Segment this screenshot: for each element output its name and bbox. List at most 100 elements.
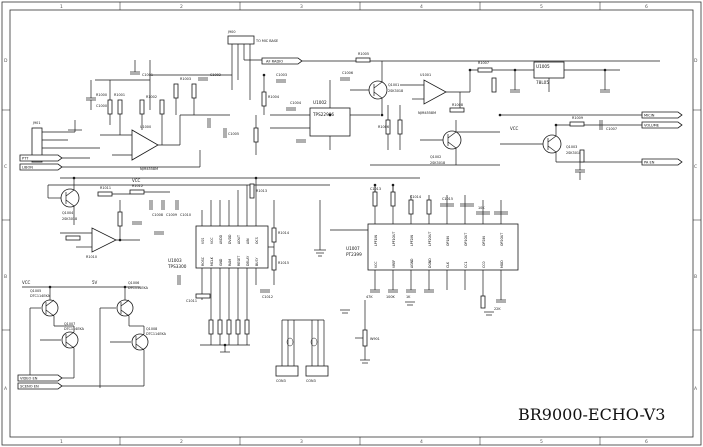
svg-text:R1000: R1000 [96, 93, 107, 97]
row-label-c: C [4, 164, 7, 170]
col-label-2: 2 [180, 4, 183, 10]
svg-text:R1003: R1003 [180, 77, 191, 81]
col-label-4: 4 [420, 4, 423, 10]
q7-ref: Q1007 [64, 322, 75, 326]
svg-text:LPF2IN: LPF2IN [410, 235, 414, 246]
u5-part: PT2399 [346, 252, 362, 257]
transistor-q1004: Q1004 2SK3018 [60, 188, 80, 221]
svg-text:C1011: C1011 [186, 299, 197, 303]
q4-part: 2SK3018 [62, 217, 77, 221]
u3-ref: U1001 [420, 73, 431, 77]
svg-text:OP2IN: OP2IN [482, 236, 486, 246]
svg-text:R1009: R1009 [572, 116, 583, 120]
micin-label: MICIN [644, 114, 655, 118]
svg-text:C1006: C1006 [342, 71, 353, 75]
svg-text:LPF1OUT: LPF1OUT [392, 232, 396, 246]
svg-text:AGND: AGND [410, 258, 414, 268]
svg-text:22K: 22K [494, 307, 501, 311]
svg-text:ROSC: ROSC [201, 256, 205, 266]
conn-left-ref: J901 [32, 121, 40, 125]
u2-ref: U1000 [140, 125, 151, 129]
volume-label: VOLUME [644, 124, 660, 128]
cn1-label: CON3 [276, 379, 286, 383]
svg-text:RESET: RESET [237, 256, 241, 266]
ic-u1002: U1002 TPS22906 [309, 100, 351, 137]
svg-text:AVDD: AVDD [219, 234, 223, 244]
col-label-5: 5 [540, 4, 543, 10]
row-label-d-right: D [694, 58, 698, 64]
svg-text:C1013: C1013 [370, 187, 381, 191]
cn2-label: CON3 [306, 379, 316, 383]
svg-text:VCC: VCC [210, 237, 214, 244]
capacitors-left: C1000 C1001 C1002 [86, 71, 221, 128]
schematic-title: BR9000-ECHO-V3 [518, 405, 665, 424]
capacitors-left-middle: C1008 C1009 C1010 [132, 200, 191, 235]
components-above-u1007: C1013 C1014 C1015 10K [370, 187, 508, 215]
q8-ref: Q1008 [146, 327, 157, 331]
svg-text:47K: 47K [366, 295, 373, 299]
svg-text:R1006: R1006 [378, 125, 389, 129]
u4-ref: U1003 [168, 258, 182, 263]
potentiometer-w901: W901 [355, 329, 380, 347]
sceno-en-port: SCENO EN [17, 382, 63, 390]
connector-cn2: CON3 [305, 365, 329, 383]
ground-symbols [340, 301, 494, 316]
u1-ref: U1002 [313, 100, 327, 105]
opamp-u1001: U1001 NJM4558M [418, 73, 447, 115]
mic-base-connector: J900 TO MIC BASE [227, 30, 278, 60]
col-label-6-bottom: 6 [645, 439, 648, 445]
junction-dots [48, 68, 607, 347]
q1-part: 2SK3018 [388, 89, 403, 93]
pa-en-port: PA EN [641, 158, 683, 166]
sceno-en-label: SCENO EN [20, 385, 39, 389]
capacitors-center: C1003 C1004 C1005 C1006 [223, 71, 353, 143]
svg-text:AIN: AIN [246, 238, 250, 244]
libon-port: LIBON [19, 163, 63, 171]
v5-label-bottom: 5V [92, 280, 98, 285]
svg-text:CLK: CLK [446, 261, 450, 268]
svg-text:C1014: C1014 [410, 195, 421, 199]
vcc-label-mid: VCC [132, 178, 141, 183]
q4-ref: Q1004 [62, 211, 73, 215]
svg-text:C1007: C1007 [606, 127, 617, 131]
row-label-a-right: A [694, 386, 698, 392]
col-label-3: 3 [300, 4, 303, 10]
svg-text:R1010: R1010 [86, 255, 97, 259]
svg-text:CC0: CC0 [482, 262, 486, 268]
col-label-1: 1 [60, 4, 63, 10]
svg-text:C1015: C1015 [442, 197, 453, 201]
u2-part: NJM4558M [140, 167, 158, 171]
col-label-6: 6 [645, 4, 648, 10]
svg-text:BUSY: BUSY [255, 257, 259, 266]
svg-text:VREF: VREF [392, 260, 396, 268]
svg-text:R1002: R1002 [146, 95, 157, 99]
col-label-3-bottom: 3 [300, 439, 303, 445]
svg-text:10K: 10K [478, 206, 485, 210]
row-label-b: B [4, 274, 7, 280]
svg-text:OP1OUT: OP1OUT [464, 233, 468, 246]
svg-text:DGND: DGND [428, 258, 432, 268]
vcc-label-bottom: VCC [22, 280, 31, 285]
reg-ref: U1005 [536, 64, 550, 69]
q8-part: DTC114EKA [146, 332, 167, 336]
svg-text:C1005: C1005 [228, 132, 239, 136]
transistor-q1008: Q1008 DTC114EKA [131, 327, 167, 351]
reg-part: 78L05 [536, 80, 549, 85]
svg-text:VSS: VSS [201, 238, 205, 244]
svg-text:R1013: R1013 [256, 189, 267, 193]
svg-text:C1000: C1000 [96, 104, 107, 108]
q3-part: 2SK3018 [566, 151, 581, 155]
conn-top-ref: J900 [227, 30, 235, 34]
svg-text:C1003: C1003 [276, 73, 287, 77]
components-right: R1009 C1007 [569, 116, 617, 173]
svg-text:C1010: C1010 [180, 213, 191, 217]
q3-ref: Q1003 [566, 145, 577, 149]
transistor-q1005: Q1005 DTC114EKA [30, 289, 59, 317]
row-label-a: A [4, 386, 8, 392]
connector-cn1: CON3 [275, 365, 299, 383]
svg-text:DVDD: DVDD [228, 234, 232, 244]
conn-top-part: TO MIC BASE [255, 39, 278, 43]
vcc-label-right: VCC [510, 126, 519, 131]
